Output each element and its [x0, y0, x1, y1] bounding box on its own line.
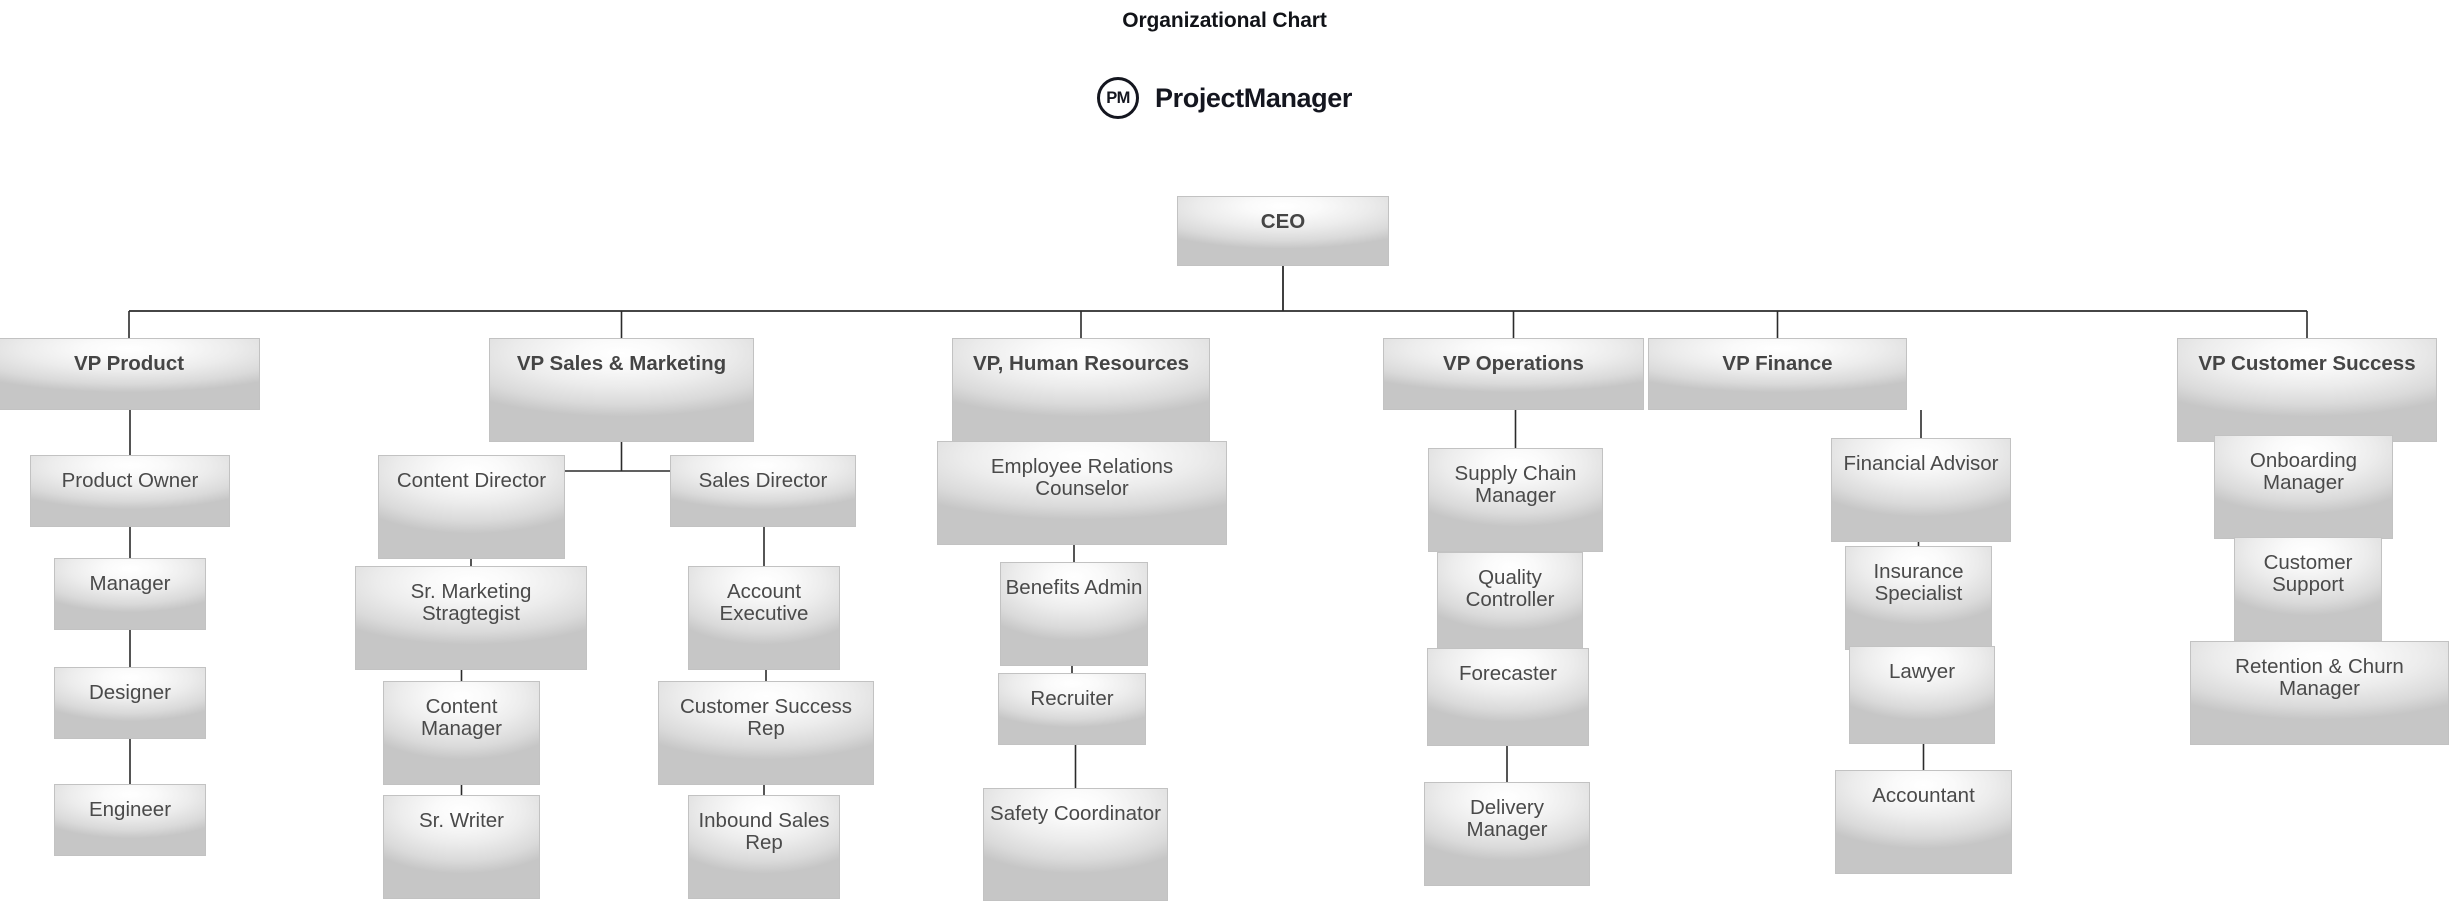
org-node-label: Sr. Writer	[418, 809, 505, 832]
org-node-sr-writer[interactable]: Sr. Writer	[383, 795, 540, 899]
org-node-label: Content Director	[396, 469, 547, 492]
org-node-engineer[interactable]: Engineer	[54, 784, 206, 856]
org-node-recruiter[interactable]: Recruiter	[998, 673, 1146, 745]
org-node-label: Designer	[88, 681, 172, 704]
org-node-label: Employee Relations Counselor	[990, 455, 1174, 500]
org-node-label: Inbound Sales Rep	[698, 809, 830, 854]
brand-wordmark: ProjectManager	[1155, 82, 1352, 113]
org-node-label: Recruiter	[1030, 687, 1114, 710]
org-node-label: Insurance Specialist	[1873, 560, 1964, 605]
org-node-label: Sr. Marketing Stragtegist	[410, 580, 532, 625]
org-node-safety-coordinator[interactable]: Safety Coordinator	[983, 788, 1168, 901]
org-node-label: Customer Success Rep	[679, 695, 853, 740]
org-node-label: VP Customer Success	[2198, 352, 2416, 375]
org-node-label: Engineer	[88, 798, 172, 821]
org-node-label: Manager	[89, 572, 171, 595]
org-node-designer[interactable]: Designer	[54, 667, 206, 739]
org-node-sr-marketing[interactable]: Sr. Marketing Stragtegist	[355, 566, 587, 670]
org-node-employee-relations[interactable]: Employee Relations Counselor	[937, 441, 1227, 545]
org-node-inbound-sales-rep[interactable]: Inbound Sales Rep	[688, 795, 840, 899]
org-node-label: Retention & Churn Manager	[2235, 655, 2404, 700]
org-node-label: Account Executive	[719, 580, 809, 625]
org-node-retention-churn[interactable]: Retention & Churn Manager	[2190, 641, 2449, 745]
org-node-label: Supply Chain Manager	[1454, 462, 1577, 507]
org-node-customer-support[interactable]: Customer Support	[2234, 537, 2382, 641]
org-node-label: Content Manager	[421, 695, 502, 740]
org-node-customer-success-rep[interactable]: Customer Success Rep	[658, 681, 874, 785]
org-node-label: Forecaster	[1459, 662, 1557, 685]
org-node-manager[interactable]: Manager	[54, 558, 206, 630]
org-node-label: Sales Director	[698, 469, 828, 492]
org-node-benefits-admin[interactable]: Benefits Admin	[1000, 562, 1148, 666]
org-node-account-exec[interactable]: Account Executive	[688, 566, 840, 670]
org-node-vp-finance[interactable]: VP Finance	[1648, 338, 1907, 410]
org-node-vp-sales[interactable]: VP Sales & Marketing	[489, 338, 754, 442]
org-node-sales-director[interactable]: Sales Director	[670, 455, 856, 527]
org-node-label: Customer Support	[2263, 551, 2353, 596]
org-node-label: VP Sales & Marketing	[516, 352, 727, 375]
org-node-lawyer[interactable]: Lawyer	[1849, 646, 1995, 744]
org-node-financial-advisor[interactable]: Financial Advisor	[1831, 438, 2011, 542]
org-node-label: Accountant	[1872, 784, 1975, 807]
org-node-label: VP Operations	[1443, 352, 1584, 375]
projectmanager-logo-icon: PM	[1097, 77, 1140, 119]
org-node-content-manager[interactable]: Content Manager	[383, 681, 540, 785]
org-node-forecaster[interactable]: Forecaster	[1427, 648, 1589, 746]
org-node-quality-controller[interactable]: Quality Controller	[1437, 552, 1583, 656]
org-node-product-owner[interactable]: Product Owner	[30, 455, 230, 527]
org-node-supply-chain[interactable]: Supply Chain Manager	[1428, 448, 1603, 552]
org-node-onboarding-manager[interactable]: Onboarding Manager	[2214, 435, 2393, 539]
org-node-content-director[interactable]: Content Director	[378, 455, 565, 559]
org-node-label: Product Owner	[61, 469, 199, 492]
org-node-label: Safety Coordinator	[990, 802, 1161, 825]
org-node-label: VP Finance	[1722, 352, 1833, 375]
org-node-vp-ops[interactable]: VP Operations	[1383, 338, 1644, 410]
org-node-vp-product[interactable]: VP Product	[0, 338, 260, 410]
org-node-ceo[interactable]: CEO	[1177, 196, 1389, 266]
org-node-label: Benefits Admin	[1005, 576, 1143, 599]
org-node-label: Delivery Manager	[1466, 796, 1548, 841]
brand-lockup: PM ProjectManager	[0, 77, 2449, 119]
org-node-vp-cs[interactable]: VP Customer Success	[2177, 338, 2437, 442]
page-title: Organizational Chart	[1122, 9, 1327, 32]
org-node-vp-hr[interactable]: VP, Human Resources	[952, 338, 1210, 442]
org-node-accountant[interactable]: Accountant	[1835, 770, 2012, 874]
org-node-label: VP Product	[73, 352, 185, 375]
org-node-label: Lawyer	[1888, 660, 1956, 683]
org-node-label: Onboarding Manager	[2249, 449, 2358, 494]
org-node-insurance-specialist[interactable]: Insurance Specialist	[1845, 546, 1992, 650]
org-node-label: CEO	[1260, 210, 1306, 233]
org-node-label: VP, Human Resources	[972, 352, 1190, 375]
org-node-label: Financial Advisor	[1843, 452, 1999, 475]
org-node-label: Quality Controller	[1465, 566, 1555, 611]
org-node-delivery-manager[interactable]: Delivery Manager	[1424, 782, 1590, 886]
